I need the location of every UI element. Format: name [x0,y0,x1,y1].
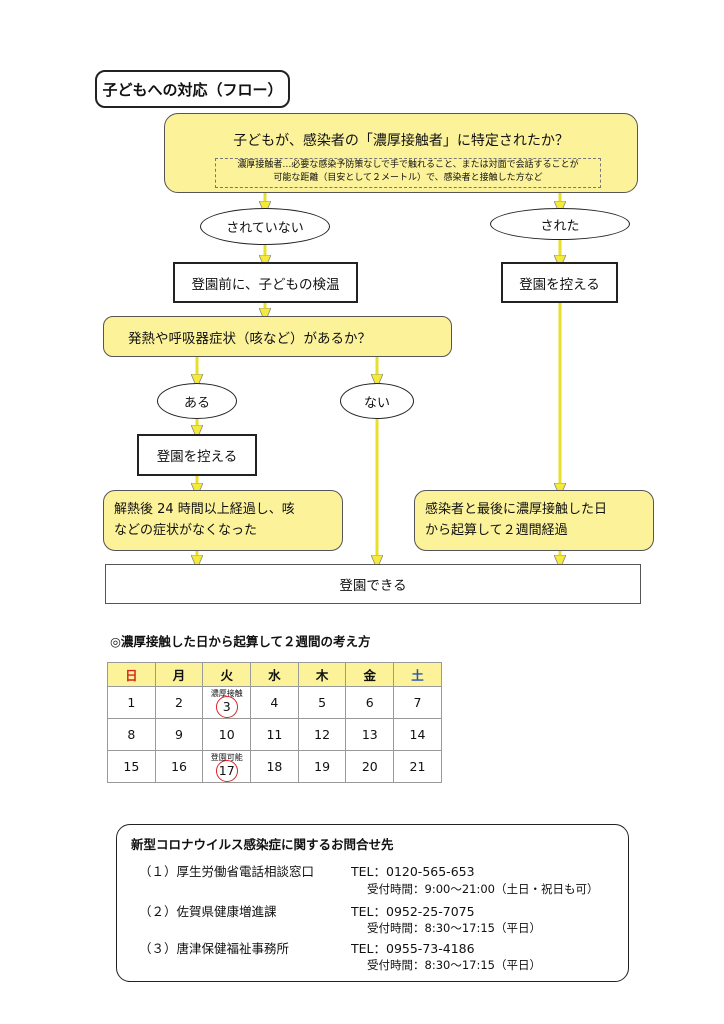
contact-definition-note: 濃厚接触者…必要な感染予防策なしで手で触れること、または対面で会話することが 可… [215,158,601,188]
calendar-heading: ◎濃厚接触した日から起算して２週間の考え方 [110,634,371,649]
day-sun: 日 [107,662,156,687]
contact-tel-1: TEL：0120-565-653 [351,864,475,879]
tag-contact: 濃厚接触 [210,689,243,698]
oval-yes: ある [157,383,237,419]
page-title: 子どもへの対応（フロー） [95,70,290,108]
day-mon: 月 [154,662,204,687]
oval-identified: された [490,208,630,240]
calendar-week: 8 9 10 11 12 13 14 [107,718,442,751]
flow-arrows [0,193,724,620]
contact-hours-1: 受付時間：9:00～21:00（土日・祝日も可） [367,882,599,896]
contact-hours-3: 受付時間：8:30～17:15（平日） [367,958,541,972]
contact-name-1: （１）厚生労働省電話相談窓口 [139,864,315,879]
contact-box: 新型コロナウイルス感染症に関するお問合せ先 （１）厚生労働省電話相談窓口 TEL… [116,824,629,982]
date-cell: 18 [250,750,299,783]
contact-heading: 新型コロナウイルス感染症に関するお問合せ先 [131,837,394,852]
date-cell: 6 [345,686,395,719]
date-cell: 4 [250,686,299,719]
day-tue: 火 [202,662,252,687]
day-fri: 金 [345,662,395,687]
box-can-attend: 登園できる [105,564,641,604]
date-cell: 14 [393,718,442,751]
date-circle: 3 [215,695,238,718]
contact-tel-2: TEL：0952-25-7075 [351,904,475,919]
date-cell: 19 [297,750,347,783]
date-cell: 20 [345,750,395,783]
calendar-header-row: 日 月 火 水 木 金 土 [107,662,442,687]
date-cell: 8 [107,718,156,751]
date-cell: 2 [154,686,204,719]
date-cell: 9 [154,718,204,751]
date-cell: 7 [393,686,442,719]
contact-name-3: （３）唐津保健福祉事務所 [139,941,290,956]
contact-hours-2: 受付時間：8:30～17:15（平日） [367,921,541,935]
day-wed: 水 [250,662,299,687]
question-symptoms: 発熱や呼吸器症状（咳など）があるか？ [103,316,452,357]
tag-return: 登園可能 [210,753,243,762]
result-fever-resolved: 解熱後 24 時間以上経過し、咳 などの症状がなくなった [103,490,343,551]
box-refrain-right: 登園を控える [501,262,618,303]
result-two-weeks: 感染者と最後に濃厚接触した日 から起算して２週間経過 [414,490,654,551]
date-cell: 21 [393,750,442,783]
date-cell: 13 [345,718,395,751]
date-cell: 15 [107,750,156,783]
date-cell: 11 [250,718,299,751]
date-cell-return: 登園可能 17 [202,750,252,783]
day-sat: 土 [393,662,442,687]
day-thu: 木 [297,662,347,687]
date-cell: 16 [154,750,204,783]
calendar-week: 1 2 濃厚接触 3 4 5 6 7 [107,686,442,719]
oval-no: ない [340,383,414,419]
contact-tel-3: TEL：0955-73-4186 [351,941,475,956]
date-cell: 5 [297,686,347,719]
date-cell: 10 [202,718,252,751]
calendar-week: 15 16 登園可能 17 18 19 20 21 [107,750,442,783]
date-cell-contact: 濃厚接触 3 [202,686,252,719]
box-refrain-left: 登園を控える [137,434,257,476]
calendar-table: 日 月 火 水 木 金 土 1 2 濃厚接触 3 4 5 6 7 8 9 10 … [107,662,442,783]
box-check-temperature: 登園前に、子どもの検温 [173,262,358,303]
date-cell: 1 [107,686,156,719]
oval-not-identified: されていない [200,208,330,245]
question-contact-box: 子どもが、感染者の「濃厚接触者」に特定されたか？ 濃厚接触者…必要な感染予防策な… [164,113,638,193]
date-circle: 17 [215,759,238,782]
date-cell: 12 [297,718,347,751]
contact-name-2: （２）佐賀県健康増進課 [139,904,277,919]
question-contact: 子どもが、感染者の「濃厚接触者」に特定されたか？ [233,133,569,149]
